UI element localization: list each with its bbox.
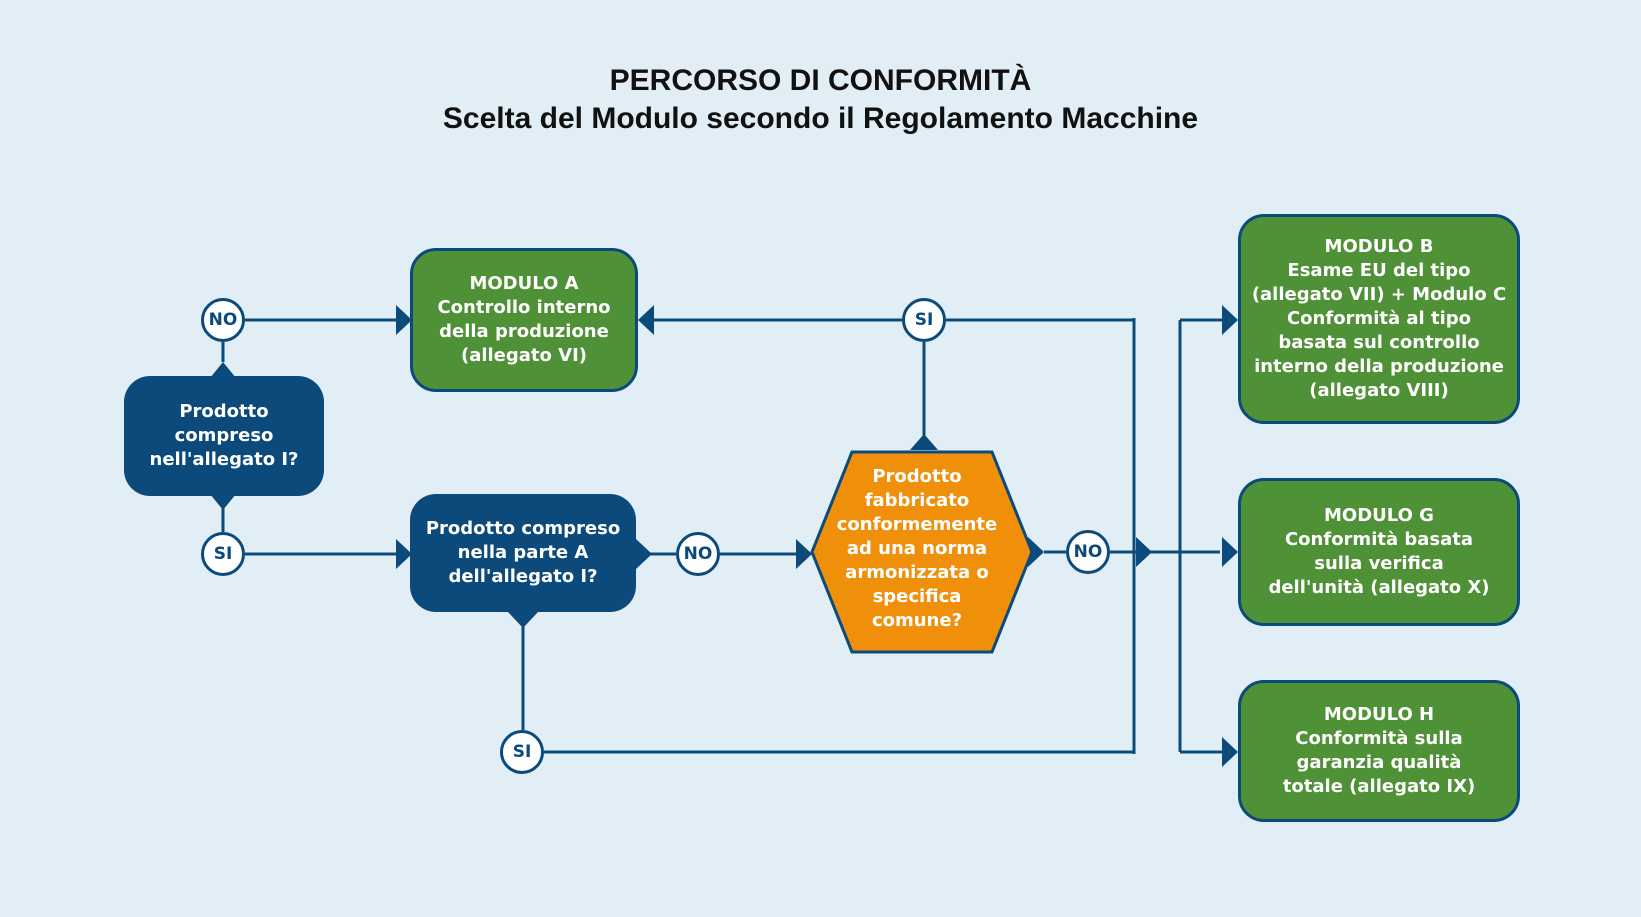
arrow-to-modulo-h (1222, 737, 1238, 767)
pointer-q3-right (1028, 537, 1044, 567)
diagram-subtitle: Scelta del Modulo secondo il Regolamento… (442, 102, 1199, 135)
decision-q2: Prodotto compreso nella parte A dell'all… (410, 494, 636, 612)
label-no-q3: NO (1066, 530, 1110, 574)
diagram-title: PERCORSO DI CONFORMITÀ (609, 64, 1032, 97)
arrow-to-modulo-a (396, 305, 412, 335)
pointer-q2-bottom (508, 612, 538, 628)
pointer-q3-top (910, 434, 938, 450)
label-no-q2: NO (676, 532, 720, 576)
arrow-to-q2 (396, 539, 412, 569)
label-si-q3: SI (902, 298, 946, 342)
modulo-b-box: MODULO B Esame EU del tipo (allegato VII… (1238, 214, 1520, 424)
pointer-q2-right (636, 539, 652, 569)
label-si-q1: SI (201, 532, 245, 576)
arrow-to-q3 (796, 539, 812, 569)
decision-q3-hexagon (810, 450, 1034, 654)
label-no-q1: NO (201, 298, 245, 342)
decision-q3-label: Prodotto fabbricato conformemente ad una… (836, 466, 998, 631)
arrow-to-modulo-b (1222, 305, 1238, 335)
pointer-q1-top (210, 362, 236, 378)
modulo-h-box: MODULO H Conformità sulla garanzia quali… (1238, 680, 1520, 822)
decision-q1: Prodotto compreso nell'allegato I? (124, 376, 324, 496)
label-si-q2: SI (500, 730, 544, 774)
arrow-collector-junction (1136, 537, 1152, 567)
arrow-to-modulo-g (1222, 537, 1238, 567)
modulo-g-box: MODULO G Conformità basata sulla verific… (1238, 478, 1520, 626)
modulo-a-box: MODULO A Controllo interno della produzi… (410, 248, 638, 392)
arrow-from-si3-to-modulo-a (638, 305, 654, 335)
pointer-q1-bottom (210, 494, 236, 510)
